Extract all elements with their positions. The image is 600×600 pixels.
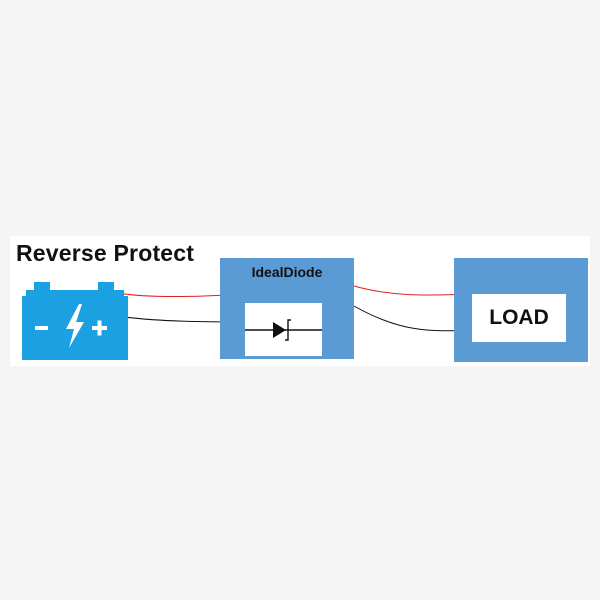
- schottky-diode-icon: [245, 319, 322, 341]
- battery-plus-symbol-v: [97, 320, 102, 336]
- ideal-diode-label: IdealDiode: [251, 264, 323, 280]
- battery-minus-symbol: [35, 326, 48, 330]
- load-label: LOAD: [489, 306, 549, 329]
- car-battery-icon: [22, 282, 128, 360]
- lightning-bolt-icon: [66, 304, 84, 348]
- diagram-title: Reverse Protect: [16, 240, 195, 266]
- load-block: LOAD: [454, 258, 588, 362]
- load-label-box: LOAD: [472, 294, 566, 342]
- diagram-panel: Reverse Protect IdealDiode: [10, 236, 590, 366]
- ideal-diode-block: IdealDiode: [220, 258, 354, 359]
- ideal-diode-symbol-box: [245, 303, 322, 356]
- diode-cathode-bar: [285, 319, 291, 341]
- diode-anode-triangle: [273, 322, 286, 338]
- battery-terminal-negative: [34, 282, 50, 290]
- battery-terminal-positive: [98, 282, 114, 290]
- battery-top-bar: [26, 290, 124, 296]
